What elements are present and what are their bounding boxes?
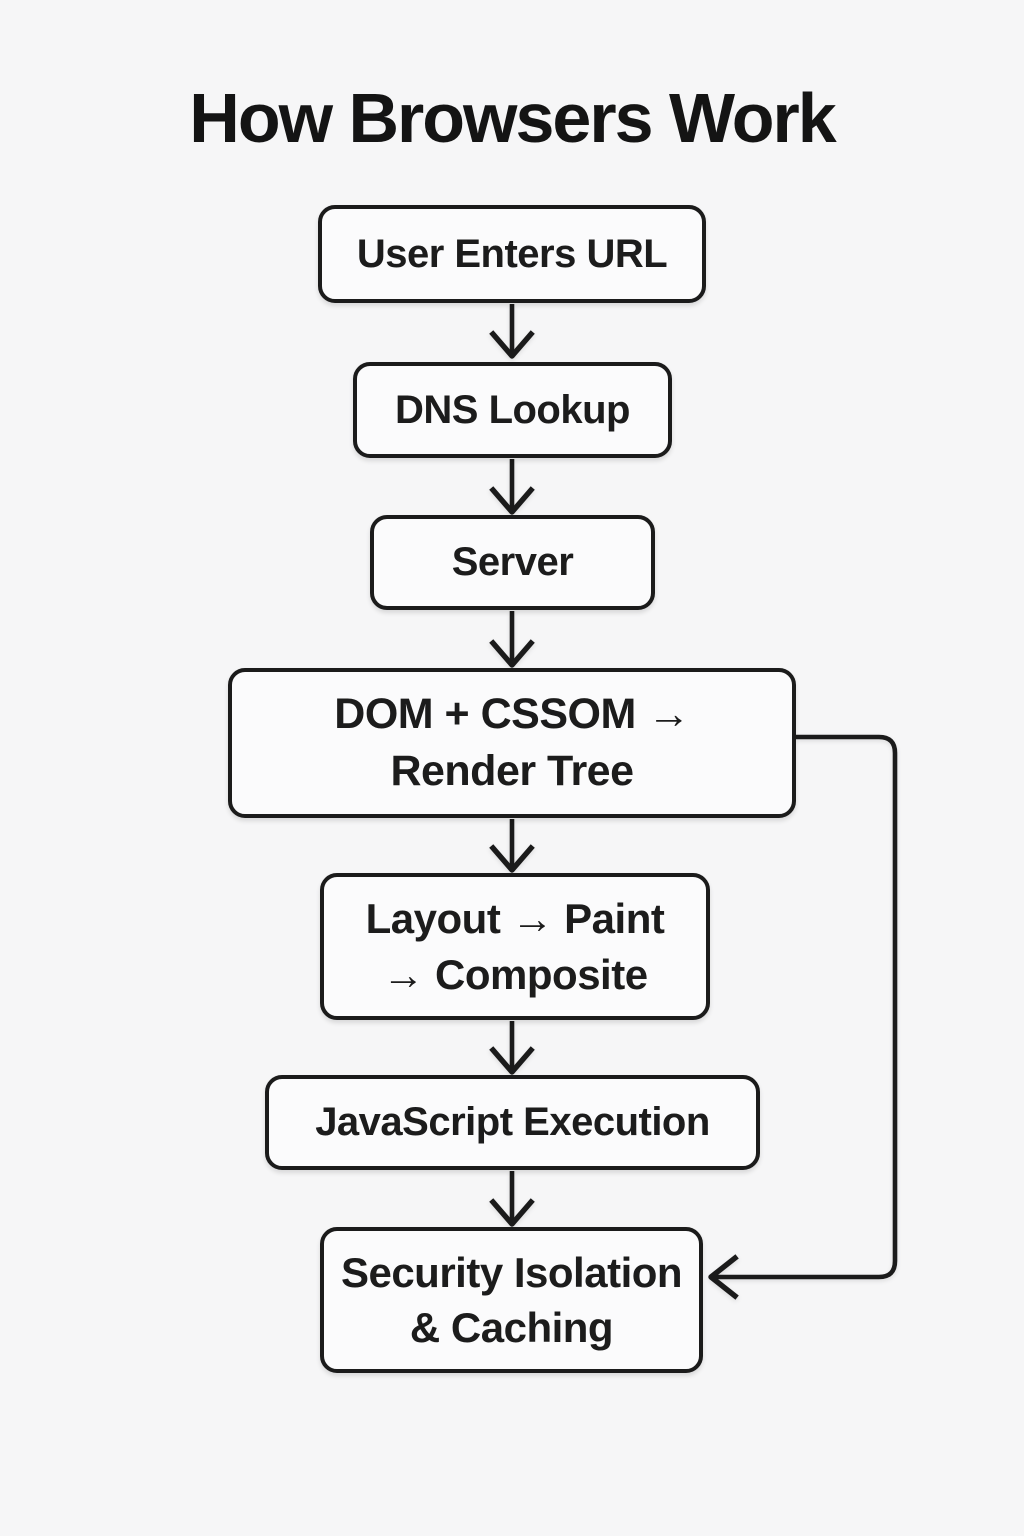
node-label: DOM + CSSOM → Render Tree	[334, 690, 690, 795]
page-title: How Browsers Work	[189, 79, 836, 157]
node-security-isolation-caching: Security Isolation & Caching	[320, 1227, 703, 1373]
node-javascript-execution: JavaScript Execution	[265, 1075, 760, 1170]
node-label: Server	[451, 540, 574, 585]
edge-server-to-dom-cssom-render-tree	[489, 611, 535, 668]
node-label: JavaScript Execution	[315, 1100, 710, 1145]
node-user-enters-url: User Enters URL	[318, 205, 706, 303]
edge-user-enters-url-to-dns-lookup	[489, 304, 535, 359]
node-label: Security Isolation & Caching	[340, 1248, 683, 1351]
edge-dom-cssom-render-tree-to-layout-paint-composite	[489, 819, 535, 873]
node-label: Layout → Paint → Composite	[365, 895, 665, 998]
edge-javascript-execution-to-security-isolation-caching	[489, 1171, 535, 1227]
node-layout-paint-composite: Layout → Paint → Composite	[320, 873, 710, 1020]
edge-feedback-dom-cssom-to-security-isolation	[708, 734, 898, 1300]
node-label: User Enters URL	[356, 231, 668, 276]
node-server: Server	[370, 515, 655, 610]
node-dom-cssom-render-tree: DOM + CSSOM → Render Tree	[228, 668, 796, 818]
node-dns-lookup: DNS Lookup	[353, 362, 672, 458]
edge-dns-lookup-to-server	[489, 459, 535, 515]
edge-layout-paint-composite-to-javascript-execution	[489, 1021, 535, 1075]
node-label: DNS Lookup	[395, 387, 630, 432]
